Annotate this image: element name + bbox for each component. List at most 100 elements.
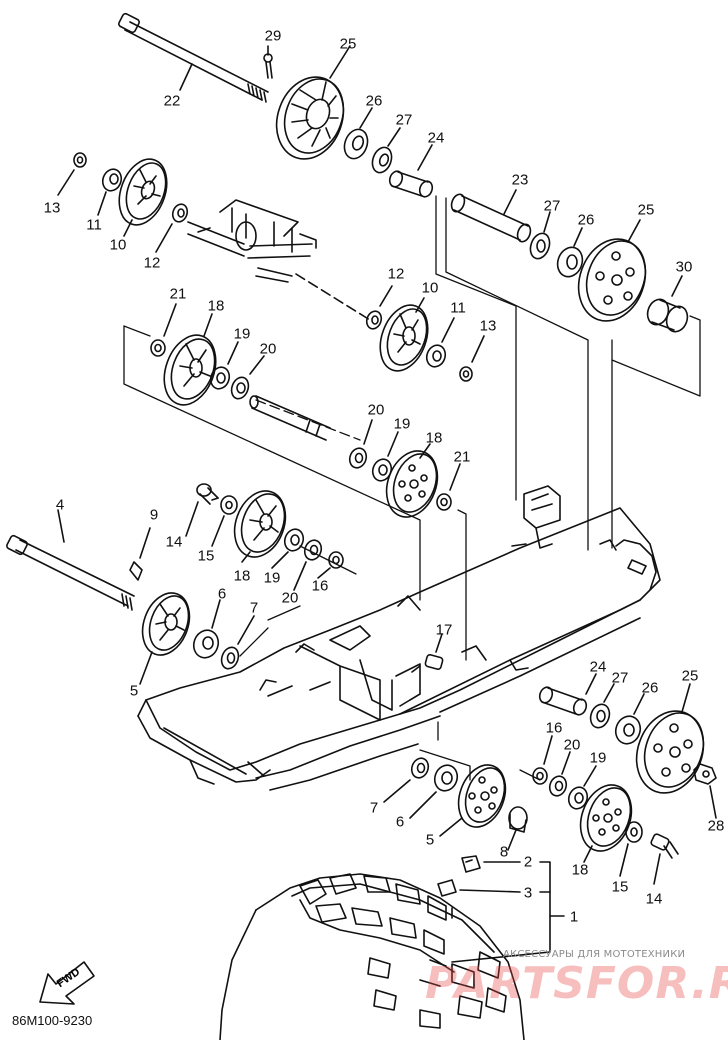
callout-17: 17 <box>435 621 453 639</box>
callout-19d: 19 <box>589 749 607 767</box>
callout-15: 15 <box>197 547 215 565</box>
collar-7-lower <box>383 757 430 803</box>
callout-1: 1 <box>569 908 579 926</box>
callout-19c: 19 <box>263 569 281 587</box>
wheel-18-lower <box>233 490 287 563</box>
collar-27-lower <box>589 683 615 729</box>
callout-3: 3 <box>523 884 533 902</box>
callout-13: 13 <box>43 199 61 217</box>
bearing-11-mid <box>425 317 455 368</box>
watermark-subtitle: АКСЕССУАРЫ ДЛЯ МОТОТЕХНИКИ <box>503 949 686 960</box>
spacer-24-upper <box>388 144 434 198</box>
guide-lines <box>123 195 701 781</box>
bolt-17 <box>424 633 444 670</box>
collar-27-upper <box>371 127 401 174</box>
callout-20c: 20 <box>281 589 299 607</box>
collar-20-mid <box>348 419 373 469</box>
callout-10b: 10 <box>421 279 439 297</box>
bearing-11-upper <box>97 168 123 216</box>
wheel-18-mid <box>385 443 439 518</box>
callout-8: 8 <box>499 843 509 861</box>
callout-11b: 11 <box>450 299 466 317</box>
fwd-arrow-icon <box>39 961 95 1005</box>
middle-shaft <box>249 395 331 441</box>
bushing-8 <box>507 806 528 851</box>
nut-13-upper <box>57 152 87 196</box>
wheel-25-upper <box>275 45 351 160</box>
fwd-label: FWD <box>54 965 83 991</box>
bolt-14-lower <box>650 833 679 885</box>
sleeve-30 <box>646 275 689 333</box>
callout-28: 28 <box>707 817 725 835</box>
bracket-1 <box>451 861 565 963</box>
callout-4: 4 <box>55 496 65 514</box>
slide-rail-frame <box>137 485 661 791</box>
wheel-5-lower <box>439 764 507 837</box>
callout-11: 11 <box>86 216 102 234</box>
callout-24b: 24 <box>589 658 607 676</box>
nut-16-lower-right <box>532 735 553 785</box>
callout-12: 12 <box>143 254 161 272</box>
fwd-label-box: FWD <box>36 962 96 1002</box>
bearing-19-upper <box>209 341 239 390</box>
callout-13b: 13 <box>479 317 497 335</box>
callout-22: 22 <box>163 92 181 110</box>
collar-7-left <box>220 615 255 670</box>
bearing-19-lower <box>271 528 305 569</box>
callout-25c: 25 <box>681 667 699 685</box>
callout-26b: 26 <box>577 211 595 229</box>
wheel-5-left <box>139 592 191 685</box>
wheel-10-upper <box>118 158 168 237</box>
callout-30: 30 <box>675 258 693 276</box>
bolt-29 <box>263 45 273 79</box>
callout-27: 27 <box>395 111 413 129</box>
callout-25b: 25 <box>637 201 655 219</box>
callout-14: 14 <box>165 533 183 551</box>
wheel-10-mid <box>379 297 429 372</box>
callout-18: 18 <box>207 297 225 315</box>
callout-25: 25 <box>339 35 357 53</box>
callout-29: 29 <box>264 27 282 45</box>
spacer-12-upper <box>155 203 189 253</box>
bearing-6-lower <box>409 764 459 819</box>
bearing-26-right <box>556 227 584 278</box>
callout-20d: 20 <box>563 736 581 754</box>
callout-18c: 18 <box>233 567 251 585</box>
callout-12b: 12 <box>387 265 405 283</box>
wheel-18-upper <box>163 313 217 406</box>
wheel-25-right <box>577 219 647 322</box>
callout-20: 20 <box>259 340 277 358</box>
callout-10: 10 <box>109 236 127 254</box>
callout-18b: 18 <box>425 429 443 447</box>
callout-21: 21 <box>169 285 187 303</box>
callout-24: 24 <box>427 129 445 147</box>
callout-5: 5 <box>129 682 139 700</box>
callout-6: 6 <box>217 585 227 603</box>
callout-7b: 7 <box>369 799 379 817</box>
nut-21-mid <box>436 463 461 511</box>
collar-20-lower-right <box>548 751 571 797</box>
callout-2: 2 <box>523 853 533 871</box>
callout-23: 23 <box>511 171 529 189</box>
callout-19b: 19 <box>393 415 411 433</box>
nut-16-lower <box>317 551 344 579</box>
diagram-code: 86M100-9230 <box>12 1013 93 1028</box>
callout-26c: 26 <box>641 679 659 697</box>
callout-7: 7 <box>249 599 259 617</box>
collar-27-right <box>529 211 551 260</box>
washer-15-upper <box>211 495 238 547</box>
bearing-26-lower <box>614 693 645 745</box>
callout-16: 16 <box>311 577 329 595</box>
callout-9: 9 <box>149 506 159 524</box>
track-belt <box>219 873 525 1041</box>
shaft-22 <box>118 12 269 103</box>
center-axle-assembly <box>187 199 371 321</box>
collar-20-lower <box>293 539 323 591</box>
bearing-6-left <box>192 599 221 659</box>
nut-28 <box>693 763 717 819</box>
callout-15b: 15 <box>611 878 629 896</box>
callout-18d: 18 <box>571 861 589 879</box>
callout-27b: 27 <box>543 197 561 215</box>
